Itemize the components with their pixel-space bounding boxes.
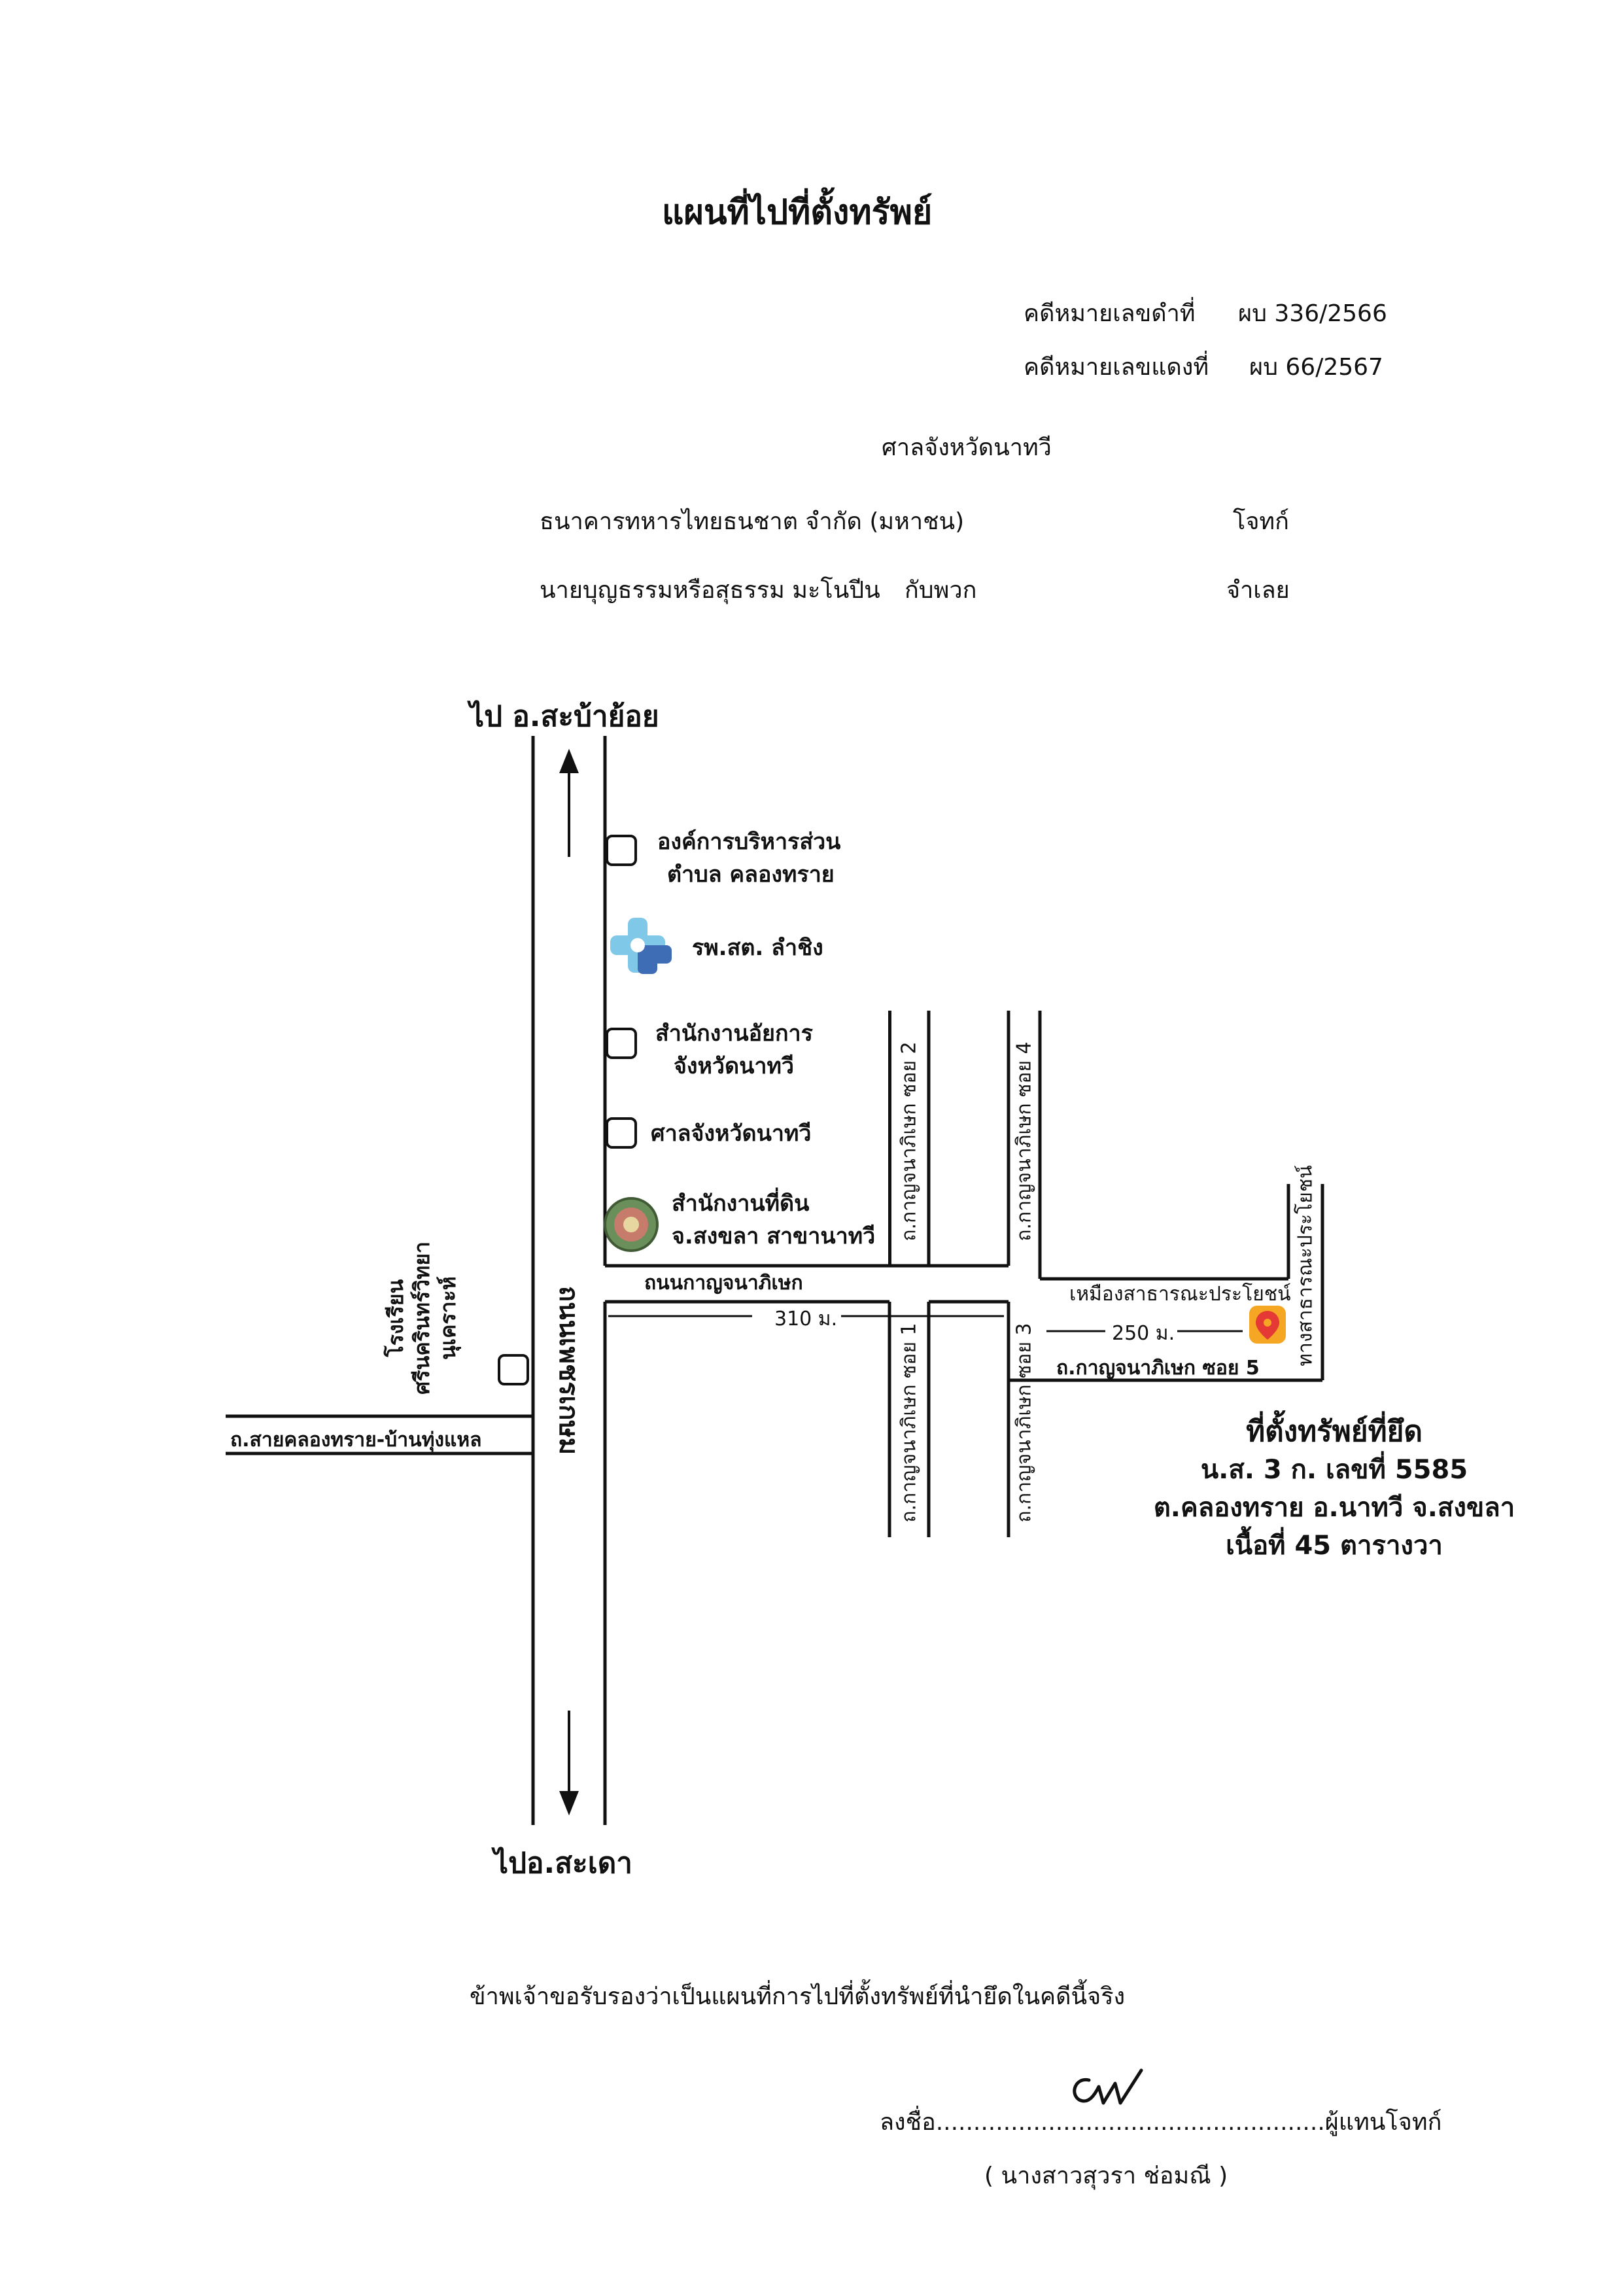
to-north-label: ไป อ.สะบ้าย้อย [470,700,659,733]
school-label: โรงเรียน ศรีนครินทร์วิทยา นุเคราะห์ [383,1242,461,1395]
main-road-label: ถนนเพชรเกษม [553,1285,583,1455]
certification-statement: ข้าพเจ้าขอรับรองว่าเป็นแผนที่การไปที่ตั้… [470,1983,1126,2010]
sign-prefix: ลงชื่อ [880,2109,936,2136]
handwritten-signature [1073,2068,1143,2105]
property-info: ที่ตั้งทรัพย์ที่ยึด น.ส. 3 ก. เลขที่ 558… [1112,1413,1557,1565]
distance-310-label: 310 ม. [770,1304,842,1334]
soi1-label: ถ.กาญจนาภิเษก ซอย 1 [897,1323,921,1523]
sign-dots: ........................................… [935,2109,1325,2136]
property-heading: ที่ตั้งทรัพย์ที่ยึด [1246,1415,1423,1448]
kanchana-road-label: ถนนกาญจนาภิเษก [644,1272,803,1295]
court-name: ศาลจังหวัดนาทวี [882,434,1052,461]
public-path-label: ทางสาธารณะประโยชน์ [1294,1165,1317,1366]
landmark-sao-line2: ตำบล คลองทราย [667,861,835,888]
landmark-land-office-line1: สำนักงานที่ดิน [672,1191,810,1217]
public-land-label: เหมืองสาธารณะประโยชน์ [1069,1283,1291,1306]
landmark-prosecutor-line1: สำนักงานอัยการ [655,1020,813,1047]
property-location: ต.คลองทราย อ.นาทวี จ.สงขลา [1153,1493,1515,1523]
red-case-number: ผบ 66/2567 [1249,354,1383,381]
landmark-sao-line1: องค์การบริหารส่วน [657,829,841,855]
sao-square-icon [606,835,637,866]
soi2-west-edge [888,1011,891,1266]
signature-line: ลงชื่อ..................................… [880,2103,1441,2140]
black-case-label: คดีหมายเลขดำที่ [1024,300,1196,327]
landmark-court: ศาลจังหวัดนาทวี [651,1121,812,1147]
land-office-seal-icon [604,1197,659,1252]
property-area: เนื้อที่ 45 ตารางวา [1226,1531,1443,1561]
prosecutor-square-icon [606,1028,637,1059]
plaintiff-name: ธนาคารทหารไทยธนชาต จำกัด (มหาชน) [540,508,965,535]
defendant-role: จำเลย [1226,577,1290,604]
property-pin-icon [1249,1306,1286,1344]
school-label-line2: ศรีนครินทร์วิทยา [409,1242,434,1395]
landmark-prosecutor-line2: จังหวัดนาทวี [674,1053,794,1079]
court-square-icon [606,1117,637,1149]
soi4-label: ถ.กาญจนาภิเษก ซอย 4 [1012,1041,1036,1242]
defendant-suffix: กับพวก [905,577,977,604]
soi5-label: ถ.กาญจนาภิเษก ซอย 5 [1056,1357,1260,1380]
distance-250-label: 250 ม. [1112,1322,1175,1345]
black-case-number: ผบ 336/2566 [1238,300,1387,327]
school-label-line1: โรงเรียน [383,1279,408,1357]
school-label-line3: นุเคราะห์ [436,1276,460,1360]
red-case-label: คดีหมายเลขแดงที่ [1024,354,1209,381]
signer-name: ( นางสาวสุวรา ช่อมณี ) [984,2163,1228,2189]
arrow-north-head [559,748,579,773]
defendant-name: นายบุญธรรมหรือสุธรรม มะโนปีน [540,577,880,604]
soi3-label: ถ.กาญจนาภิเษก ซอย 3 [1012,1323,1036,1523]
arrow-south-head [559,1791,579,1816]
landmark-clinic: รพ.สต. ลำชิง [692,935,823,961]
school-square-icon [498,1354,529,1385]
page-title: แผนที่ไปที่ตั้งทรัพย์ [662,193,933,232]
landmark-land-office-line2: จ.สงขลา สาขานาทวี [672,1223,876,1249]
sign-suffix: ผู้แทนโจทก์ [1324,2109,1442,2136]
plaintiff-role: โจทก์ [1233,508,1289,535]
to-south-label: ไปอ.สะเดา [494,1847,633,1880]
west-road-label: ถ.สายคลองทราย-บ้านทุ่งแหล [230,1429,482,1452]
soi2-label: ถ.กาญจนาภิเษก ซอย 2 [897,1041,921,1242]
clinic-cross-icon [610,918,672,974]
property-deed: น.ส. 3 ก. เลขที่ 5585 [1200,1455,1468,1485]
